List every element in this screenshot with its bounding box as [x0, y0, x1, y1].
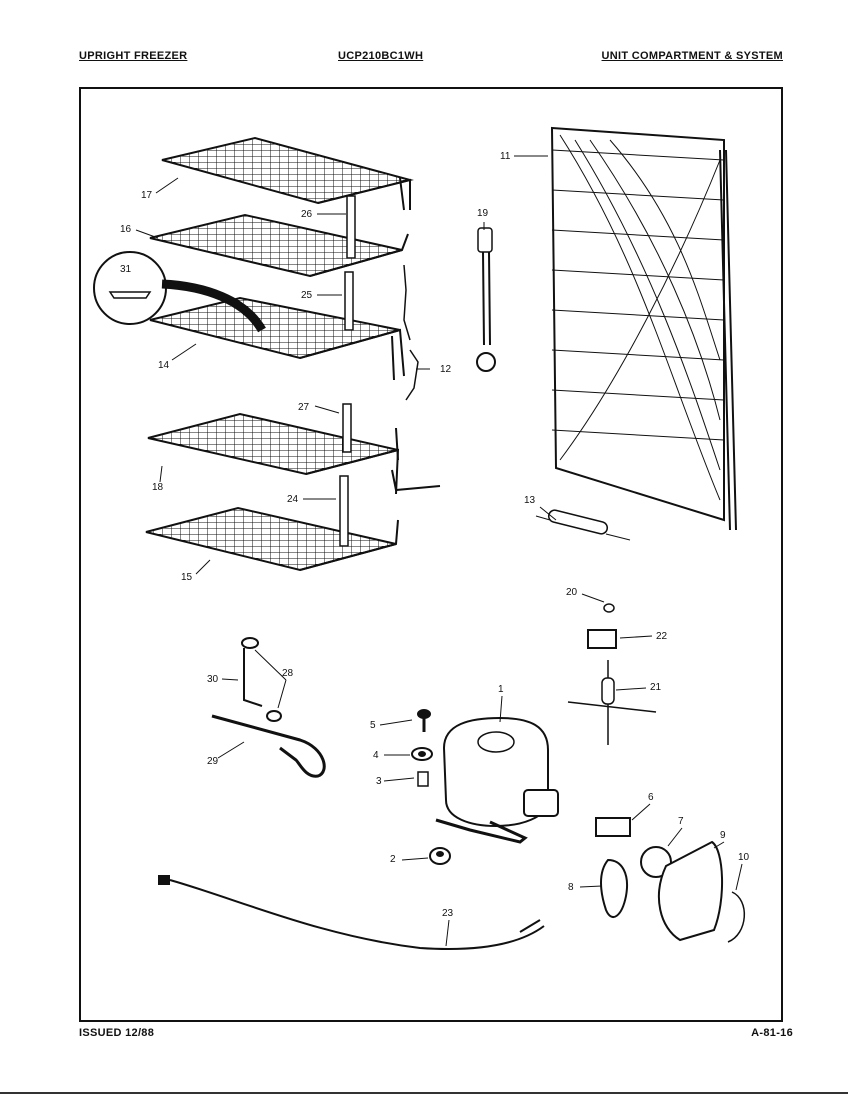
callout-labels: 1 2 3 4 5 6 7 8 9 10 11 12 13 14 15 16 1…: [120, 151, 750, 919]
callout-8: 8: [568, 882, 574, 893]
footer-issue-date: ISSUED 12/88: [79, 1027, 155, 1039]
callout-3: 3: [376, 776, 382, 787]
callout-15: 15: [181, 572, 193, 583]
leader-lines: [135, 155, 743, 947]
callout-6: 6: [648, 792, 654, 803]
callout-12: 12: [440, 364, 452, 375]
compressor-1: [435, 716, 559, 844]
header-section-title: UNIT COMPARTMENT & SYSTEM: [601, 50, 783, 62]
shelf-18: [147, 412, 400, 495]
relay-parts-20-22-21: [567, 603, 657, 745]
callout-16: 16: [120, 224, 132, 235]
electrical-parts-6-10: [595, 817, 746, 943]
callout-21: 21: [650, 682, 662, 693]
detail-bubble-31: [93, 251, 266, 333]
wiring-harness-23: [158, 875, 545, 951]
callout-18: 18: [152, 482, 164, 493]
callout-4: 4: [373, 750, 379, 761]
callout-17: 17: [141, 190, 153, 201]
drain-parts-28-29-30: [211, 637, 326, 778]
shelf-16: [149, 213, 409, 278]
callout-10: 10: [738, 852, 750, 863]
shelf-14: [149, 296, 405, 381]
drier-tube-19: [476, 227, 496, 372]
bottom-rule: [0, 1092, 848, 1094]
callout-13: 13: [524, 495, 536, 506]
callout-1: 1: [498, 684, 504, 695]
header-product-type: UPRIGHT FREEZER: [79, 50, 188, 62]
shelf-17: [161, 136, 414, 211]
callout-2: 2: [390, 854, 396, 865]
callout-30: 30: [207, 674, 219, 685]
header-model-number: UCP210BC1WH: [338, 50, 424, 62]
shelf-brackets: [339, 195, 356, 547]
callout-20: 20: [566, 587, 578, 598]
shelf-15: [145, 506, 399, 572]
footer-page-code: A-81-16: [751, 1027, 793, 1039]
callout-23: 23: [442, 908, 454, 919]
callout-5: 5: [370, 720, 376, 731]
callout-27: 27: [298, 402, 310, 413]
connector-tubing-12: [391, 264, 441, 492]
callout-14: 14: [158, 360, 170, 371]
callout-22: 22: [656, 631, 668, 642]
mounting-hardware: [411, 709, 451, 865]
callout-19: 19: [477, 208, 489, 219]
callout-11: 11: [500, 151, 511, 162]
callout-29: 29: [207, 756, 219, 767]
callout-31: 31: [120, 264, 132, 275]
callout-28: 28: [282, 668, 294, 679]
condenser-11: [550, 126, 737, 531]
callout-9: 9: [720, 830, 726, 841]
capillary-filter-13: [535, 509, 631, 541]
callout-7: 7: [678, 816, 684, 827]
callout-26: 26: [301, 209, 313, 220]
callout-24: 24: [287, 494, 299, 505]
callout-25: 25: [301, 290, 313, 301]
diagram-frame: [79, 87, 783, 1022]
